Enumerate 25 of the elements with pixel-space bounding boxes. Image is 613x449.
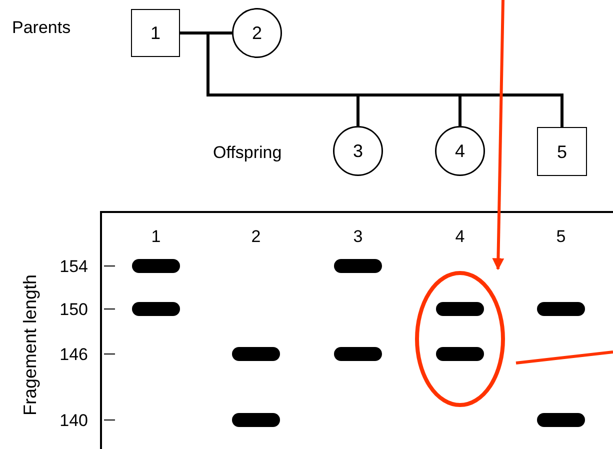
lane-number: 1 — [151, 228, 161, 245]
pedigree-line — [180, 32, 564, 127]
tick-label: 140 — [60, 412, 88, 429]
lane-number: 5 — [556, 228, 566, 245]
male-square — [131, 9, 180, 57]
male-square — [537, 127, 587, 176]
tick-label: 146 — [60, 346, 88, 363]
generation-label: Parents — [12, 19, 71, 36]
lane-number: 4 — [455, 228, 465, 245]
female-circle — [333, 126, 383, 176]
highlight-ellipse — [415, 271, 505, 407]
generation-label: Offspring — [213, 144, 282, 161]
annotation-arrow — [492, 0, 504, 270]
axis-title: Fragement length — [21, 274, 39, 416]
tick-label: 154 — [60, 258, 88, 275]
female-circle — [435, 126, 485, 176]
individual-number: 3 — [352, 142, 363, 160]
lane-number: 3 — [353, 228, 363, 245]
individual-number: 2 — [252, 24, 262, 42]
individual-number: 5 — [556, 142, 567, 160]
lane-number: 2 — [251, 228, 261, 245]
tick-label: 150 — [60, 301, 88, 318]
female-circle — [232, 8, 282, 58]
individual-number: 1 — [150, 24, 160, 42]
individual-number: 4 — [454, 142, 465, 160]
